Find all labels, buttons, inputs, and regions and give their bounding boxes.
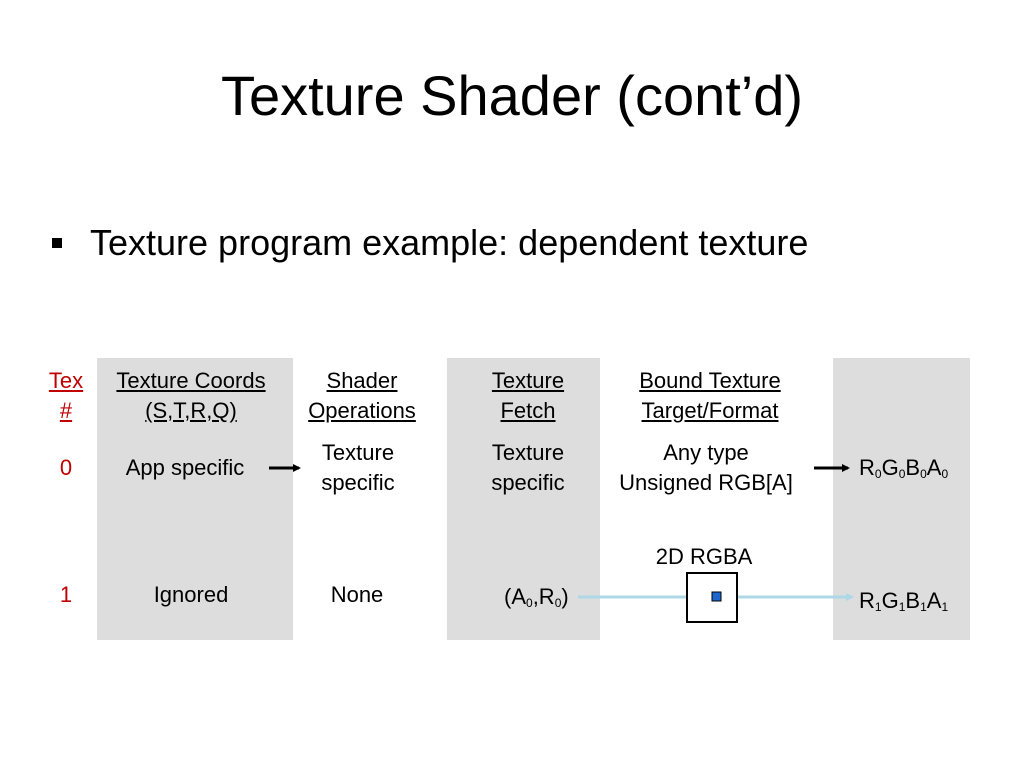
- coords-column-panel: [97, 358, 293, 640]
- row1-bound-label: 2D RGBA: [655, 544, 753, 569]
- header-texture-coords: Texture Coords(S,T,R,Q): [116, 368, 266, 423]
- row0-coords: App specific: [125, 455, 245, 480]
- row1-tex-number: 1: [59, 582, 73, 607]
- row0-output: R0G0B0A0: [859, 455, 949, 481]
- bullet-text: Texture program example: dependent textu…: [90, 222, 809, 263]
- row1-coords: Ignored: [153, 582, 229, 607]
- header-tex-num: Tex#: [48, 368, 84, 423]
- row1-fetch: (A0,R0): [504, 584, 569, 610]
- bullet-marker: [52, 238, 62, 248]
- output-column-panel: [833, 358, 970, 640]
- row1-output: R1G1B1A1: [859, 588, 949, 614]
- slide-title: Texture Shader (cont’d): [220, 64, 804, 127]
- texel-marker: [711, 591, 722, 602]
- fetch-column-panel: [447, 358, 600, 640]
- row1-shader-op: None: [330, 582, 384, 607]
- row0-tex-number: 0: [59, 455, 73, 480]
